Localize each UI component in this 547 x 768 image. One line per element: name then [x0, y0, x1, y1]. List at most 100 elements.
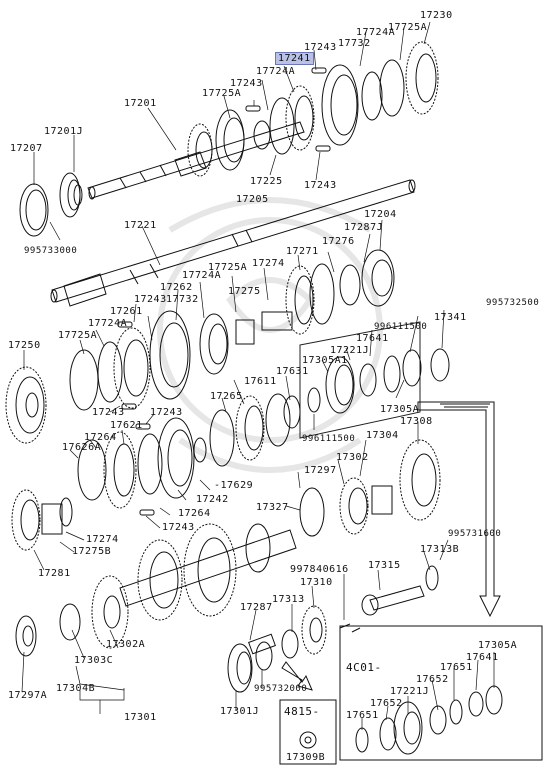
- inset-label-4c01[interactable]: 4C01-: [346, 661, 382, 674]
- callout-17310[interactable]: 17310: [300, 577, 333, 588]
- reference-arrow: [417, 401, 501, 618]
- gear-upper-1: [187, 109, 271, 177]
- callout-17315[interactable]: 17315: [368, 560, 401, 571]
- callout-17641-inset[interactable]: 17641: [466, 652, 499, 663]
- callout-17242[interactable]: 17242: [196, 494, 229, 505]
- callout-17305a1[interactable]: 17305A1: [302, 355, 348, 366]
- callout-17264-a[interactable]: 17264: [84, 432, 117, 443]
- bearing-group-17313: [227, 605, 327, 693]
- main-shaft-17201: [87, 121, 305, 200]
- callout-17221j-inset[interactable]: 17221J: [390, 686, 430, 697]
- callout-17241-highlighted[interactable]: 17241: [275, 52, 314, 65]
- callout-996111500-b[interactable]: 996111500: [302, 434, 356, 444]
- callout-17287[interactable]: 17287: [240, 602, 273, 613]
- callout-17262[interactable]: 17262: [160, 282, 193, 293]
- gears-middle-right: [235, 249, 395, 345]
- counter-shaft-17221: [50, 179, 416, 307]
- callout-17313b[interactable]: 17313B: [420, 544, 460, 555]
- reverse-gear-group: [299, 439, 441, 537]
- shift-fork-17315: [339, 565, 439, 633]
- callout-17275b[interactable]: 17275B: [72, 546, 112, 557]
- callout-17230[interactable]: 17230: [420, 10, 453, 21]
- callout-17327[interactable]: 17327: [256, 502, 289, 513]
- callout-17724a-mid[interactable]: 17724A: [182, 270, 222, 281]
- callout-17304[interactable]: 17304: [366, 430, 399, 441]
- callout-17264-b[interactable]: 17264: [178, 508, 211, 519]
- callout-17732-top[interactable]: 17732: [338, 38, 371, 49]
- callout-17725a-top[interactable]: 17725A: [388, 22, 428, 33]
- callout-17621[interactable]: 17621: [110, 420, 143, 431]
- callout-17225[interactable]: 17225: [250, 176, 283, 187]
- callout-17243-top[interactable]: 17243: [304, 42, 337, 53]
- callout-17204[interactable]: 17204: [364, 209, 397, 220]
- callout-17305a-inset[interactable]: 17305A: [478, 640, 518, 651]
- callout-17725a-upper[interactable]: 17725A: [202, 88, 242, 99]
- callout-17725a-l[interactable]: 17725A: [58, 330, 98, 341]
- callout-17201j[interactable]: 17201J: [44, 126, 84, 137]
- callout-17265[interactable]: 17265: [210, 391, 243, 402]
- callout-17725a-mid[interactable]: 17725A: [208, 262, 248, 273]
- callout-17724a-l[interactable]: 17724A: [88, 318, 128, 329]
- callout-17221j[interactable]: 17221J: [330, 345, 370, 356]
- callout-17250[interactable]: 17250: [8, 340, 41, 351]
- inset-box-4c01[interactable]: [339, 625, 543, 761]
- callout-17308[interactable]: 17308: [400, 416, 433, 427]
- callout-17313[interactable]: 17313: [272, 594, 305, 605]
- callout-17243-m[interactable]: 17243: [134, 294, 167, 305]
- sub-arrow: [281, 661, 313, 691]
- callout-17611[interactable]: 17611: [244, 376, 277, 387]
- snap-ring-17207: [19, 183, 49, 237]
- callout-17652-a[interactable]: 17652: [416, 674, 449, 685]
- callout-17302[interactable]: 17302: [336, 452, 369, 463]
- callout-17207[interactable]: 17207: [10, 143, 43, 154]
- callout-17271[interactable]: 17271: [286, 246, 319, 257]
- callout-17309b[interactable]: 17309B: [286, 752, 326, 763]
- callout-17261[interactable]: 17261: [110, 306, 143, 317]
- callout-17724a-top[interactable]: 17724A: [356, 27, 396, 38]
- callout-17732-m[interactable]: 17732: [166, 294, 199, 305]
- callout-17302a[interactable]: 17302A: [106, 639, 146, 650]
- callout-17651-a[interactable]: 17651: [440, 662, 473, 673]
- callout-17631[interactable]: 17631: [276, 366, 309, 377]
- callout-17201[interactable]: 17201: [124, 98, 157, 109]
- callout-17205[interactable]: 17205: [236, 194, 269, 205]
- callout-17652-b[interactable]: 17652: [370, 698, 403, 709]
- inset-label-4815[interactable]: 4815-: [284, 705, 320, 718]
- gear-17250: [5, 366, 47, 444]
- callout-17275[interactable]: 17275: [228, 286, 261, 297]
- inset-box-4815[interactable]: [279, 699, 337, 765]
- callout-17341[interactable]: 17341: [434, 312, 467, 323]
- callout-17243-o[interactable]: 17243: [162, 522, 195, 533]
- callout-17221[interactable]: 17221: [124, 220, 157, 231]
- callout-17724a-b[interactable]: 17724A: [256, 66, 296, 77]
- bearing-17201j: [59, 172, 83, 218]
- callout-17303c[interactable]: 17303C: [74, 655, 114, 666]
- callout-995732500[interactable]: 995732500: [486, 298, 540, 308]
- callout-997840616[interactable]: 997840616: [290, 564, 349, 575]
- callout-17297a[interactable]: 17297A: [8, 690, 48, 701]
- leader-lines: [21, 21, 495, 730]
- callout-17304b[interactable]: 17304B: [56, 683, 96, 694]
- callout-17629[interactable]: -17629: [214, 480, 254, 491]
- callout-996111500-a[interactable]: 996111500: [374, 322, 428, 332]
- callout-17287j[interactable]: 17287J: [344, 222, 384, 233]
- callout-17626a[interactable]: 17626A: [62, 442, 102, 453]
- callout-17243-n[interactable]: 17243: [150, 407, 183, 418]
- callout-17297[interactable]: 17297: [304, 465, 337, 476]
- callout-17305a-r[interactable]: 17305A: [380, 404, 420, 415]
- callout-17301[interactable]: 17301: [124, 712, 157, 723]
- callout-995731600[interactable]: 995731600: [448, 529, 502, 539]
- callout-17243-l[interactable]: 17243: [92, 407, 125, 418]
- callout-17281[interactable]: 17281: [38, 568, 71, 579]
- callout-17274-b[interactable]: 17274: [86, 534, 119, 545]
- callout-17274[interactable]: 17274: [252, 258, 285, 269]
- callout-17243-b[interactable]: 17243: [230, 78, 263, 89]
- callout-17651-b[interactable]: 17651: [346, 710, 379, 721]
- callout-17243-c[interactable]: 17243: [304, 180, 337, 191]
- callout-995732000[interactable]: 995732000: [254, 684, 308, 694]
- callout-17276[interactable]: 17276: [322, 236, 355, 247]
- callout-17301j[interactable]: 17301J: [220, 706, 260, 717]
- callout-17641[interactable]: 17641: [356, 333, 389, 344]
- callout-995733000[interactable]: 995733000: [24, 246, 78, 256]
